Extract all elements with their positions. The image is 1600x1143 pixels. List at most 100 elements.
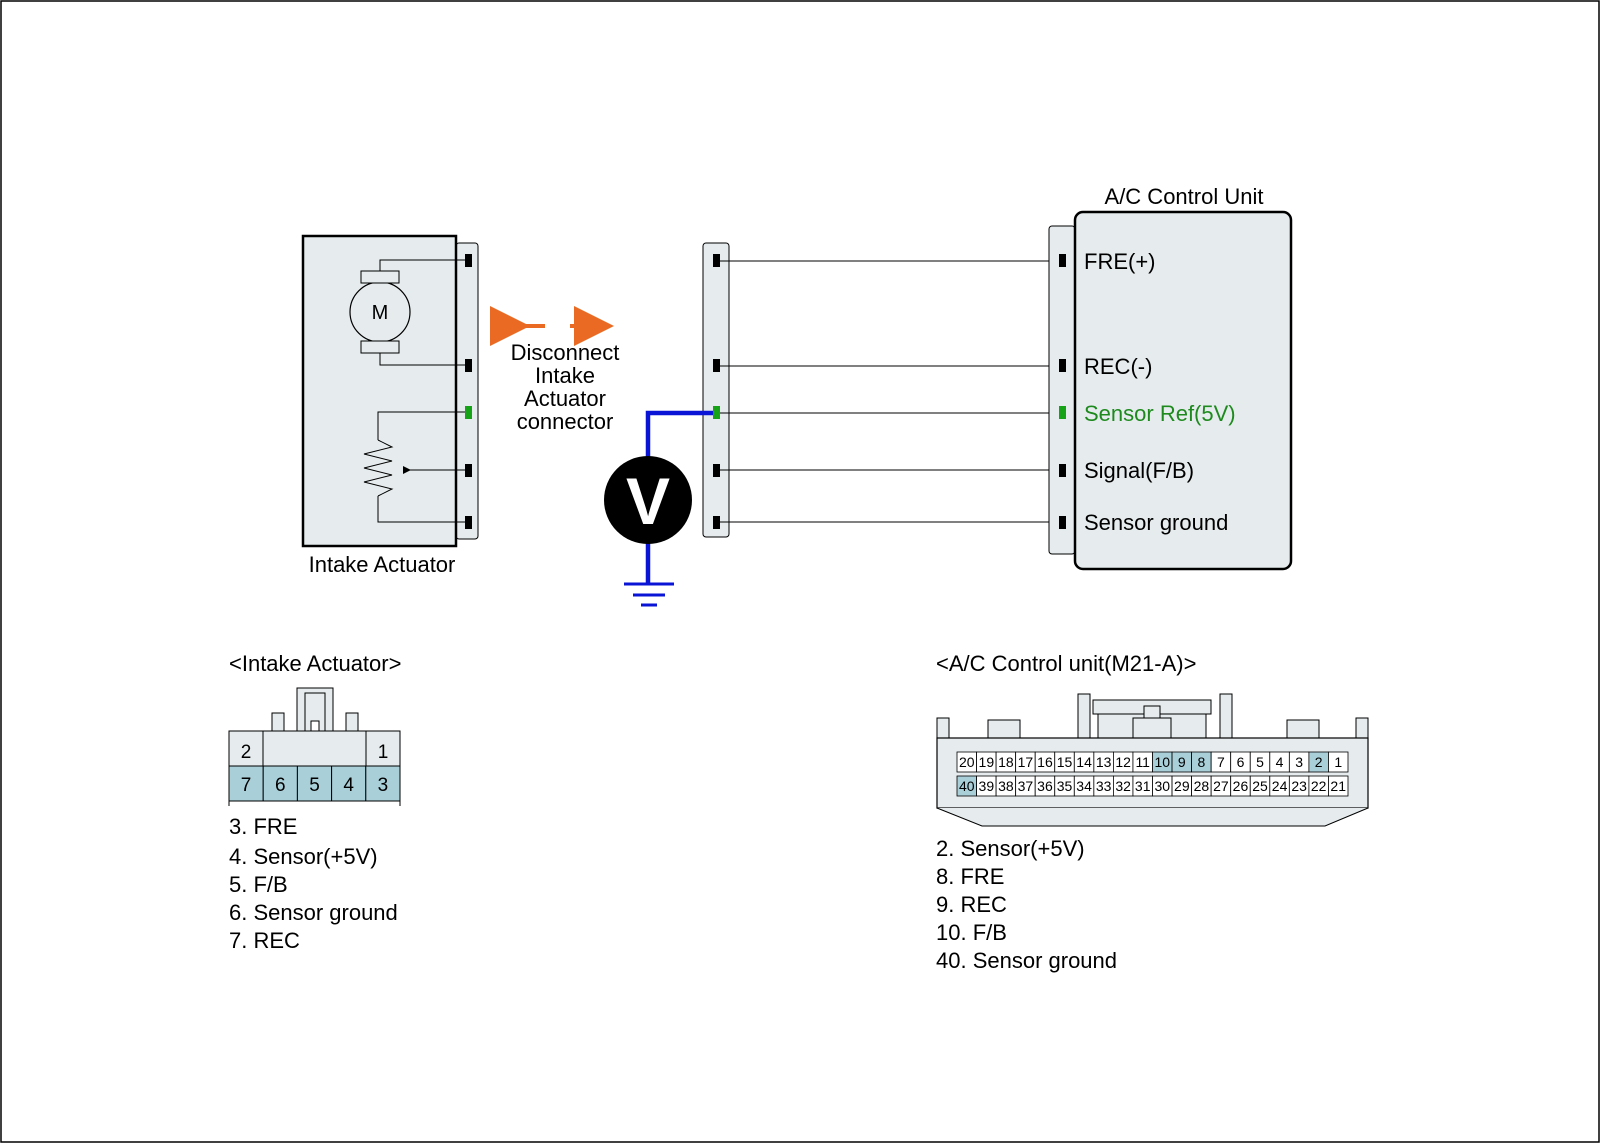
actuator-pin-5: [465, 516, 472, 529]
connector-pin-cell: [365, 765, 401, 802]
actuator-connector-title: <Intake Actuator>: [229, 651, 401, 676]
pin-label: 33: [1096, 778, 1112, 794]
connector-pin-cell: [228, 765, 264, 802]
terminal-sensor-ref: Sensor Ref(5V): [1084, 401, 1236, 426]
pin-label: 39: [979, 778, 995, 794]
cu-pin-2: [1059, 359, 1066, 372]
actuator-pin-desc: 3. FRE: [229, 814, 297, 839]
pin-label: 12: [1115, 754, 1131, 770]
control-pin-desc: 40. Sensor ground: [936, 948, 1117, 973]
pin-label: 6: [1237, 754, 1245, 770]
pin-label: 26: [1233, 778, 1249, 794]
probe-wire-positive: [645, 410, 713, 462]
pin-label: 16: [1037, 754, 1053, 770]
harness-pin-5: [713, 516, 720, 529]
pin-label: 20: [959, 754, 975, 770]
motor-brush-bottom: [360, 340, 400, 354]
pin-label: 5: [1256, 754, 1264, 770]
pin-label: 14: [1076, 754, 1092, 770]
pin-label: 8: [1197, 754, 1205, 770]
actuator-connector-strip: [455, 242, 479, 540]
resistor-symbol: [363, 439, 394, 497]
pin-label: 1: [1334, 754, 1342, 770]
terminal-sensor-ground: Sensor ground: [1084, 510, 1228, 535]
cu-pin-4: [1059, 464, 1066, 477]
pin-label: 9: [1178, 754, 1186, 770]
latch-post-right: [1219, 693, 1233, 739]
pin-label: 38: [998, 778, 1014, 794]
end-post-left: [936, 717, 950, 741]
connector-pin-label: 6: [275, 775, 286, 796]
pin-label: 11: [1135, 754, 1150, 770]
pin-label: 28: [1194, 778, 1210, 794]
pin-label: 40: [959, 778, 975, 794]
pin-label: 36: [1037, 778, 1053, 794]
cu-pin-1: [1059, 254, 1066, 267]
harness-pin-1: [713, 254, 720, 267]
cu-pin-5: [1059, 516, 1066, 529]
control-pin-desc: 9. REC: [936, 892, 1007, 917]
motor-wire-bottom: [379, 353, 470, 366]
pin-label: 25: [1252, 778, 1268, 794]
connector-pin-label: 3: [378, 775, 389, 796]
actuator-pin-desc: 7. REC: [229, 928, 300, 953]
harness-wires: [720, 260, 1059, 523]
side-bump-right: [1286, 719, 1320, 741]
voltmeter: V: [604, 410, 713, 607]
actuator-pin-row: 7 6 5 4 3: [228, 765, 401, 802]
control-connector-base: [936, 807, 1369, 827]
connector-pin-cell: [296, 765, 333, 802]
pin-label: 21: [1330, 778, 1346, 794]
control-pin-desc: 10. F/B: [936, 920, 1007, 945]
pin-label: 18: [998, 754, 1014, 770]
pin-label: 34: [1076, 778, 1092, 794]
control-unit-body: [1073, 210, 1293, 571]
pin-label: 24: [1272, 778, 1288, 794]
harness-connector-strip: [702, 242, 730, 538]
control-connector-title: <A/C Control unit(M21-A)>: [936, 651, 1196, 676]
pin-label: 31: [1135, 778, 1151, 794]
pin-label: 2: [1315, 754, 1323, 770]
actuator-pin-3: [465, 406, 472, 419]
actuator-pin-1: [465, 254, 472, 267]
actuator-pin-4: [465, 464, 472, 477]
terminal-fre: FRE(+): [1084, 249, 1156, 274]
actuator-pin-2: [465, 359, 472, 372]
pin-label: 4: [1276, 754, 1284, 770]
pin-label: 19: [979, 754, 995, 770]
pin-label: 30: [1154, 778, 1170, 794]
control-unit-title: A/C Control Unit: [1105, 184, 1264, 209]
motor-brush-top: [360, 270, 400, 284]
harness-pin-2: [713, 359, 720, 372]
control-unit-connector-strip: [1048, 225, 1076, 555]
pin-label: 27: [1213, 778, 1229, 794]
harness-pin-3: [713, 406, 720, 419]
latch-key: [1143, 705, 1161, 719]
actuator-label: Intake Actuator: [309, 552, 456, 577]
pin-label: 7: [1217, 754, 1225, 770]
pin-label: 35: [1057, 778, 1073, 794]
connector-pin-label: 4: [343, 775, 354, 796]
end-post-right: [1355, 717, 1369, 741]
pin-label: 23: [1291, 778, 1307, 794]
pin-label: 15: [1057, 754, 1073, 770]
control-pin-desc: 2. Sensor(+5V): [936, 836, 1085, 861]
pin-label: 17: [1018, 754, 1034, 770]
connector-pin-label: 1: [378, 742, 389, 763]
voltmeter-icon: [604, 456, 692, 544]
voltmeter-symbol: V: [626, 464, 670, 538]
motor-label: M: [372, 302, 389, 324]
intake-actuator: M Intake Actuator: [301, 234, 479, 577]
pot-wire-top: [377, 411, 470, 440]
control-connector-body: [936, 737, 1369, 809]
note-line-4: connector: [517, 409, 614, 434]
connector-pin-label: 7: [241, 775, 252, 796]
connector-pin-label: 5: [309, 775, 320, 796]
note-line-2: Intake: [535, 363, 595, 388]
pin-label: 29: [1174, 778, 1190, 794]
pin-label: 3: [1295, 754, 1303, 770]
ac-control-unit: A/C Control Unit FRE(+) REC(-) Sensor Re…: [1048, 184, 1293, 571]
